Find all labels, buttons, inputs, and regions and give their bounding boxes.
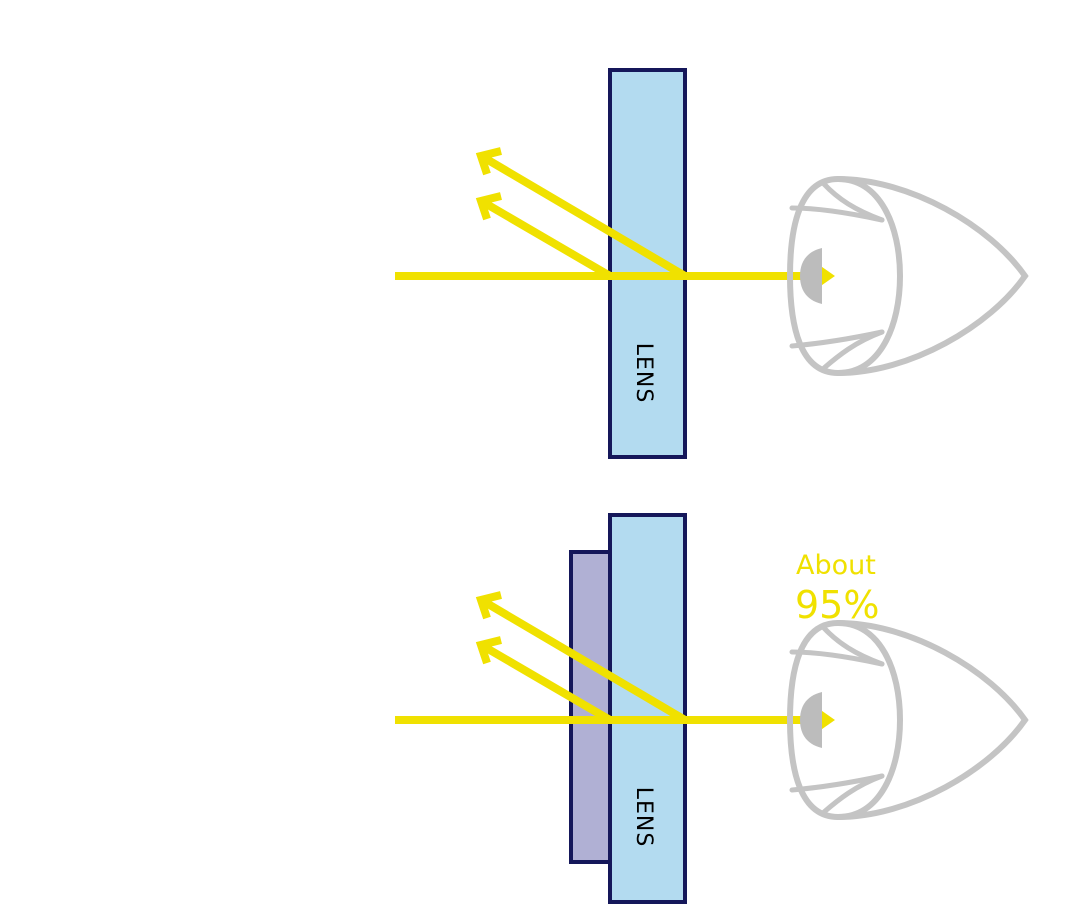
lens-label-top: LENS: [631, 343, 656, 404]
light-ray-reflected-front-bottom: [480, 642, 613, 724]
light-ray-reflected-front-top: [480, 198, 613, 280]
light-ray-reflected-back-top: [480, 153, 688, 280]
arrowhead-reflected-front-top: [475, 192, 502, 221]
transmission-prefix: About: [796, 550, 876, 581]
lens-top: [608, 68, 687, 459]
arrowhead-reflected-back-bottom: [475, 591, 502, 620]
light-ray-reflected-back-bottom: [480, 597, 688, 724]
transmission-value: 95%: [795, 583, 879, 627]
diagram-bottom: LENS About 95%: [395, 513, 1025, 904]
diagram-top: LENS: [395, 68, 1025, 459]
lens-label-bottom: LENS: [631, 787, 656, 848]
arrowhead-reflected-back-top: [475, 147, 502, 176]
arrowhead-reflected-front-bottom: [475, 636, 502, 665]
